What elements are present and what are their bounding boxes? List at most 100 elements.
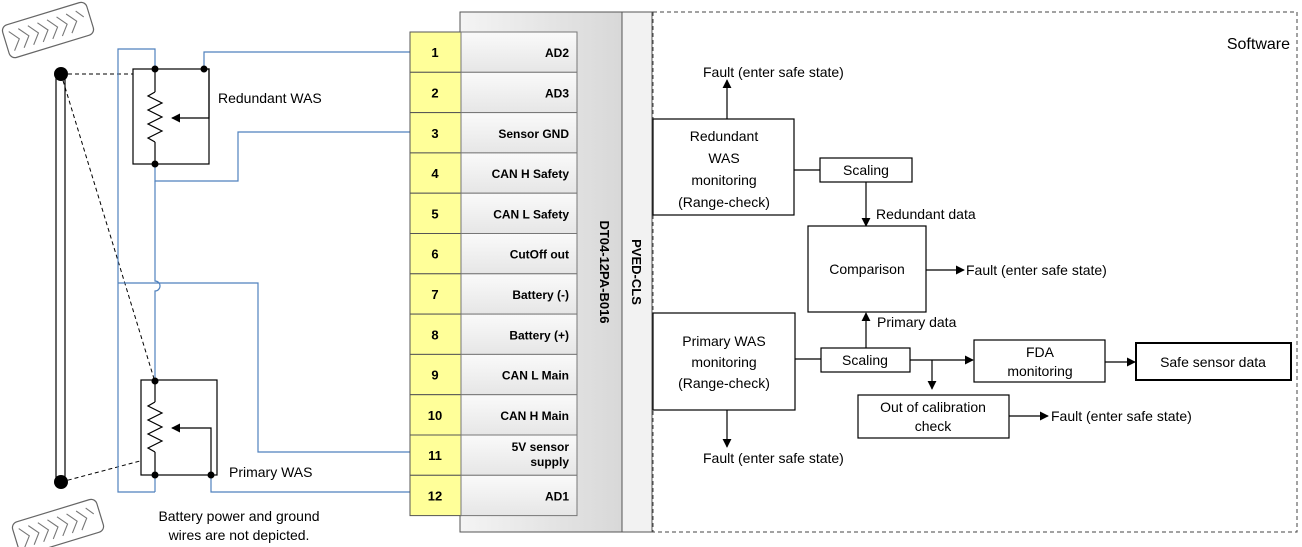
pin-cell [409,474,462,517]
pin-label: 5V sensor [512,440,570,454]
pin-number: 12 [428,488,442,503]
pin-label-cell [460,434,578,476]
redundant-monitor-line3: monitoring [691,172,756,188]
fda-line1: FDA [1026,344,1055,360]
connector-pin-8: 8 Battery (+) [409,313,578,355]
primary-monitor-line2: monitoring [691,354,756,370]
fault-top-label: Fault (enter safe state) [703,64,844,80]
sensor-wiring [117,48,410,493]
pin-label-cell [460,273,578,315]
connector-pin-7: 7 Battery (-) [409,273,578,315]
pin-number: 3 [431,126,438,141]
wire-redundant-gnd [154,131,410,182]
tire-bottom-icon [11,498,105,547]
pin-label-cell [460,192,578,234]
pin-label-cell [460,353,578,396]
pin-label-cell [460,31,578,73]
connector-pin-5: 5 CAN L Safety [409,192,578,234]
connector-pin-6: 6 CutOff out [409,233,578,275]
primary-was-sensor [140,377,218,479]
connector-pin-9: 9 CAN L Main [409,353,578,396]
safe-output-label: Safe sensor data [1160,354,1266,370]
note-line-2: wires are not depicted. [168,527,310,543]
pin-number: 2 [431,85,438,100]
fault-bottom-label: Fault (enter safe state) [703,450,844,466]
fda-block [973,339,1106,383]
comparison-block [807,225,927,313]
pin-label: Battery (+) [509,328,569,342]
redundant-monitor-line1: Redundant [690,128,759,144]
pin-cell [409,192,462,234]
pin-label: CAN H Safety [492,167,570,181]
pin-number: 5 [431,206,438,221]
pin-label: CutOff out [510,248,569,262]
software-title: Software [1227,36,1290,53]
primary-monitor-line1: Primary WAS [682,333,765,349]
pin-label-cell [460,152,578,194]
module-name: PVED-CLS [629,239,644,305]
wire-supply-left-rail [117,48,156,493]
tire-top-icon [1,1,95,59]
pin-number: 8 [431,327,438,342]
pin-label: CAN L Main [502,369,569,383]
connector-pin-12: 12 AD1 [409,474,578,517]
pin-label-cell [460,313,578,355]
primary-monitor-block [652,312,796,411]
pin-number: 4 [431,166,439,181]
note-line-1: Battery power and ground [158,508,319,524]
redundant-was-sensor [132,65,210,168]
primary-data-label: Primary data [877,314,957,330]
pin-label: Sensor GND [498,127,569,141]
software-region [652,11,1298,533]
calibration-line2: check [915,418,953,434]
connector-pin-2: 2 AD3 [409,71,578,114]
comparison-fault-label: Fault (enter safe state) [966,262,1107,278]
scaling-top-block [819,157,913,183]
module-strip [621,11,653,533]
pin-number: 1 [431,45,438,60]
primary-was-label: Primary WAS [229,464,312,480]
connector-pin-4: 4 CAN H Safety [409,152,578,194]
connector-pin-3: 3 Sensor GND [409,112,578,154]
calibration-fault-label: Fault (enter safe state) [1051,408,1192,424]
primary-monitor-line3: (Range-check) [678,375,770,391]
redundant-monitor-line4: (Range-check) [678,194,770,210]
safe-output-block [1135,342,1292,381]
comparison-label: Comparison [829,261,904,277]
pin-number: 9 [431,368,438,383]
fda-line2: monitoring [1007,363,1072,379]
wire-primary-wiper-ad1 [210,475,410,493]
redundant-monitor-line2: WAS [708,150,739,166]
pin-label: supply [530,455,569,469]
pin-label-cell [460,112,578,154]
pin-label: Battery (-) [512,288,569,302]
pin-label: AD3 [545,86,569,100]
wire-gnd-to-primary [154,181,161,381]
pin-label-cell [460,233,578,275]
scaling-top-label: Scaling [843,162,889,178]
pin-cell [409,31,462,73]
pin-label: CAN L Safety [493,207,569,221]
pin-label: AD1 [545,489,569,503]
redundant-monitor-block [652,118,795,216]
wire-redundant-wiper-ad2 [203,51,410,69]
pin-label-cell [460,474,578,517]
pin-cell [409,233,462,275]
connector-name: DT04-12PA-B016 [597,220,612,323]
pin-number: 10 [428,408,442,423]
redundant-was-label: Redundant WAS [218,90,322,106]
connector-pins: 1 AD2 2 AD3 3 Sensor GND 4 CAN H Safety 5 CAN L S… [409,31,578,517]
pin-number: 11 [428,448,442,463]
steering-axle [54,67,156,489]
redundant-data-label: Redundant data [876,206,976,222]
pin-number: 7 [431,287,438,302]
wire-supply-cross [118,282,410,453]
pin-number: 6 [431,247,438,262]
pin-label: AD2 [545,46,569,60]
scaling-bottom-label: Scaling [842,352,888,368]
calibration-line1: Out of calibration [880,399,986,415]
